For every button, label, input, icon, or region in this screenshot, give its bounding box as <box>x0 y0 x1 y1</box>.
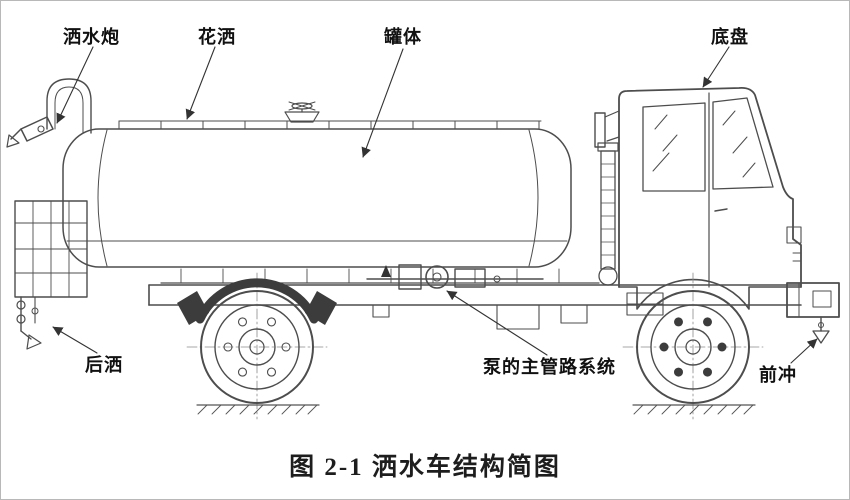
label-pump-pipeline: 泵的主管路系统 <box>483 357 616 377</box>
water-cannon <box>6 116 54 148</box>
cab <box>594 86 802 316</box>
rear-platform <box>14 200 88 298</box>
label-rear-spray: 后洒 <box>85 355 123 375</box>
ground-hatch-rear <box>196 404 320 415</box>
front-bumper <box>786 282 840 318</box>
front-flush-nozzle <box>812 316 830 344</box>
label-tank: 罐体 <box>384 27 422 47</box>
figure-caption: 图 2-1 洒水车结构简图 <box>289 454 561 481</box>
tank-body <box>62 101 600 284</box>
label-chassis: 底盘 <box>711 27 749 47</box>
rear-spray-assembly <box>16 296 42 350</box>
handrail <box>46 78 92 134</box>
side-mirror <box>594 110 620 148</box>
front-wheel <box>622 272 764 420</box>
pump-assembly <box>366 264 544 290</box>
rear-wheel <box>177 272 337 420</box>
ground-hatch-front <box>632 404 756 415</box>
manhole <box>284 101 320 123</box>
label-water-cannon: 洒水炮 <box>63 27 120 47</box>
leader-lines <box>52 46 818 364</box>
label-front-flush: 前冲 <box>759 365 797 385</box>
label-shower-sprinkler: 花洒 <box>198 27 236 47</box>
exhaust-stack <box>597 142 619 286</box>
